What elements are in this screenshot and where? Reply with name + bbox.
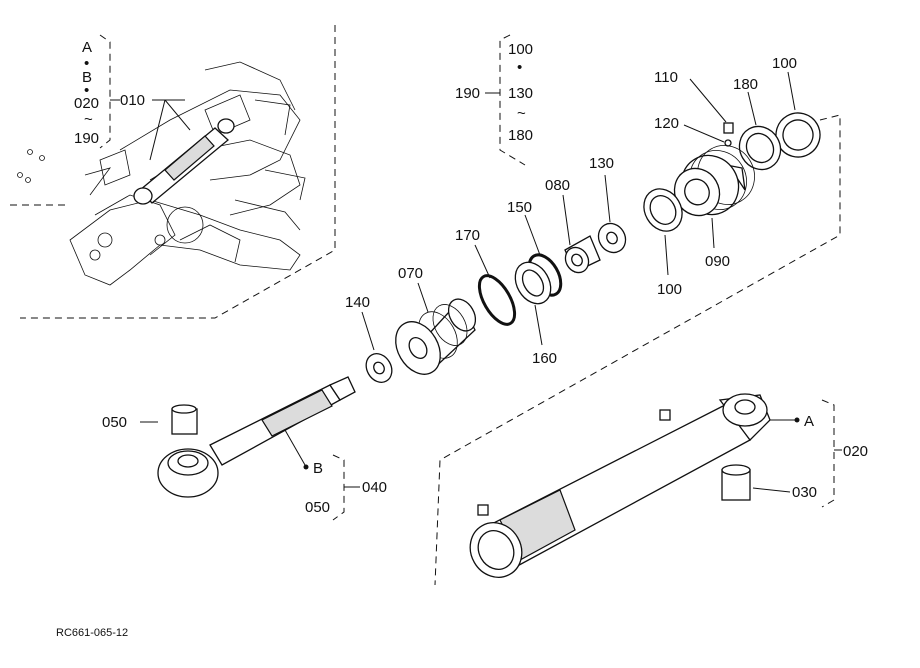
- callout-030: 030: [792, 484, 817, 501]
- part-090-piston: [673, 145, 755, 249]
- callout-010: 010: [120, 92, 145, 109]
- callout-120: 120: [654, 115, 679, 132]
- callout-180: 180: [733, 76, 758, 93]
- part-140: [361, 311, 393, 383]
- legend-tilde: ~: [84, 111, 93, 128]
- legend-to: 190: [74, 130, 99, 147]
- callout-020: 020: [843, 443, 868, 460]
- bullet-1: •: [84, 55, 89, 72]
- callout-150: 150: [507, 199, 532, 216]
- callout-100-top: 100: [772, 55, 797, 72]
- part-100-right: [775, 71, 821, 158]
- part-020-cylinder: [434, 114, 841, 586]
- legend-rod-050: 050: [305, 499, 330, 516]
- legend-b: B: [82, 69, 92, 86]
- callout-080: 080: [545, 177, 570, 194]
- part-030-bush: [721, 464, 791, 501]
- callout-130: 130: [589, 155, 614, 172]
- callout-050-left: 050: [102, 414, 127, 431]
- seal-mid: 130: [508, 85, 533, 102]
- part-180: [738, 91, 782, 171]
- machine-inset: [10, 25, 336, 319]
- callout-170: 170: [455, 227, 480, 244]
- part-150-160: [514, 214, 563, 346]
- callout-190: 190: [455, 85, 480, 102]
- part-110-120: [683, 78, 734, 147]
- bullet-2: •: [84, 82, 89, 99]
- legend-rod-b: B: [313, 460, 323, 477]
- callout-070: 070: [398, 265, 423, 282]
- part-130: [597, 174, 627, 254]
- legend-rod: B 050 040: [284, 429, 387, 521]
- callout-040: 040: [362, 479, 387, 496]
- callout-140: 140: [345, 294, 370, 311]
- part-170: [474, 244, 517, 326]
- legend-from: 020: [74, 95, 99, 112]
- part-100-mid: [643, 188, 683, 276]
- callout-110: 110: [654, 69, 678, 86]
- seal-first: 100: [508, 41, 533, 58]
- legend-a: A: [82, 39, 92, 56]
- part-070-gland: [395, 282, 477, 375]
- part-040-rod: [157, 376, 356, 498]
- legend-cyl-a: A: [804, 413, 814, 430]
- legend-cyl: A 020: [770, 399, 868, 508]
- seal-last: 180: [508, 127, 533, 144]
- callout-160: 160: [532, 350, 557, 367]
- legend-inset: A • B • 020 ~ 190 010: [74, 34, 145, 149]
- legend-seal-kit: 100 • 130 ~ 180 190: [455, 34, 533, 166]
- part-080: [562, 194, 601, 274]
- part-050-bush: [140, 404, 198, 435]
- callout-100-mid: 100: [657, 281, 682, 298]
- bullet-seal: •: [517, 59, 522, 76]
- reference-code: RC661-065-12: [56, 627, 128, 639]
- callout-090: 090: [705, 253, 730, 270]
- seal-tilde: ~: [517, 105, 526, 122]
